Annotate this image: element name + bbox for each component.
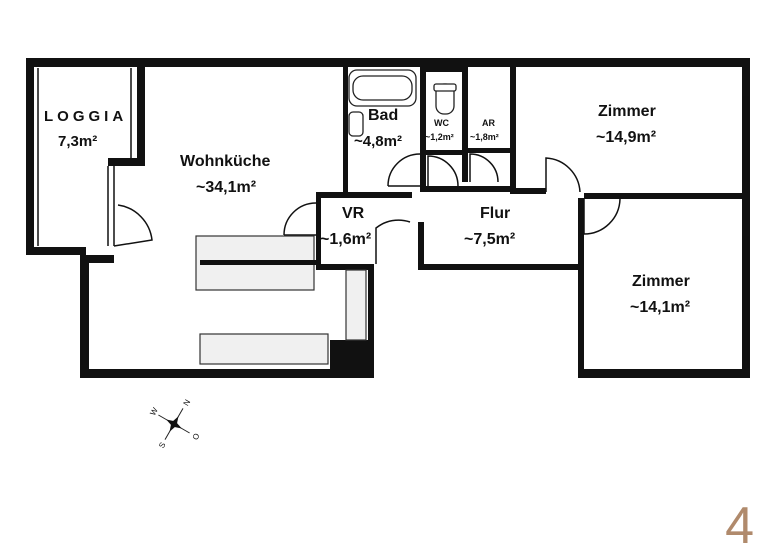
wohnkueche-area: ~34,1m² [196, 179, 256, 196]
ar-name: AR [482, 118, 495, 128]
compass-n: N [182, 398, 193, 408]
room-labels: LOGGIA 7,3m² Wohnküche ~34,1m² Bad ~4,8m… [44, 103, 690, 316]
windows [31, 68, 749, 368]
walls [26, 58, 750, 378]
wc-area: ~1,2m² [425, 132, 454, 142]
compass-o: O [191, 432, 202, 442]
ar-area: ~1,8m² [470, 132, 499, 142]
page-number: 4 [725, 497, 754, 555]
zimmer1-name: Zimmer [598, 103, 656, 120]
flur-area: ~7,5m² [464, 231, 515, 248]
compass-w: W [148, 406, 160, 417]
vr-name: VR [342, 205, 365, 222]
fixtures [195, 69, 457, 365]
wohnkueche-name: Wohnküche [180, 153, 270, 170]
zimmer2-area: ~14,1m² [630, 299, 690, 316]
bad-name: Bad [368, 107, 398, 124]
zimmer2-name: Zimmer [632, 273, 690, 290]
zimmer1-area: ~14,9m² [596, 129, 656, 146]
vr-area: ~1,6m² [320, 231, 371, 248]
compass: N S W O [148, 398, 202, 450]
doors [113, 153, 621, 264]
loggia-area: 7,3m² [58, 133, 97, 150]
bad-area: ~4,8m² [354, 133, 402, 150]
compass-s: S [157, 441, 167, 450]
loggia-name: LOGGIA [44, 108, 127, 125]
flur-name: Flur [480, 205, 510, 222]
wc-name: WC [434, 118, 449, 128]
